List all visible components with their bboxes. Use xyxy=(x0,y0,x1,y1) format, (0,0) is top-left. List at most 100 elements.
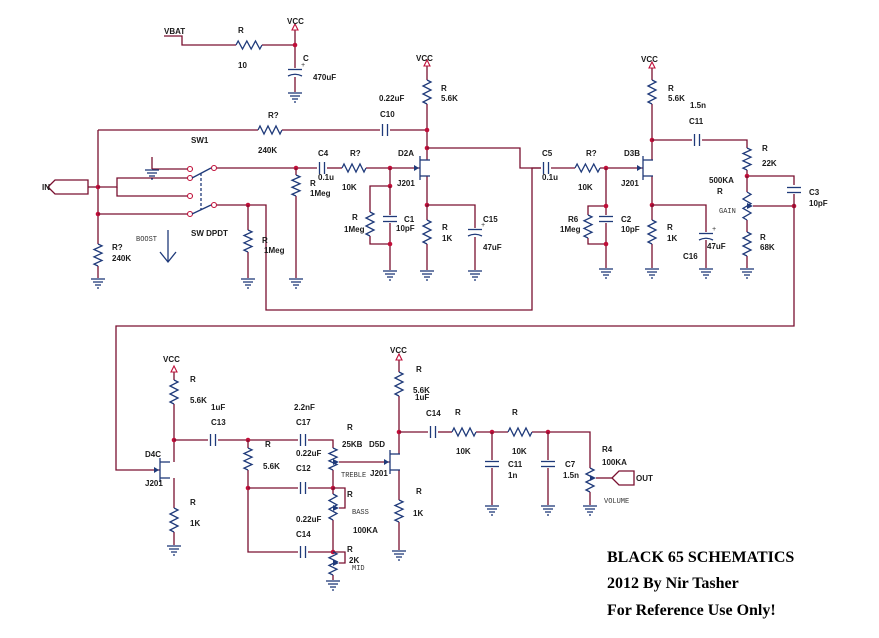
component-label: D4C xyxy=(145,450,161,459)
component-label: C15 xyxy=(483,215,498,224)
capacitor-c1 xyxy=(383,215,397,223)
component-label: 1.5n xyxy=(563,471,579,480)
component-label: 68K xyxy=(760,243,775,252)
resistor-10k-stage-b xyxy=(574,162,601,174)
component-label: VCC xyxy=(390,346,407,355)
component-label: 1Meg xyxy=(310,189,331,198)
wire xyxy=(247,470,298,553)
wire xyxy=(427,204,476,228)
pot-wiper xyxy=(747,203,753,209)
component-label: R xyxy=(265,440,271,449)
wire xyxy=(308,520,334,553)
vcc-symbol xyxy=(170,364,178,373)
component-label: 47uF xyxy=(483,243,502,252)
capacitor-c11 xyxy=(693,134,701,146)
component-label: C12 xyxy=(296,464,311,473)
wire xyxy=(369,168,391,212)
ground-symbol xyxy=(145,169,159,180)
capacitor-c5 xyxy=(542,162,550,174)
resistor-5.6k-stage-d xyxy=(393,371,405,397)
junction-dot xyxy=(603,241,609,247)
component-label: J201 xyxy=(370,469,388,478)
capacitor-c10 xyxy=(381,124,389,136)
wire xyxy=(587,238,606,245)
component-label: R xyxy=(667,223,673,232)
component-label: 240K xyxy=(112,254,131,263)
ground-symbol xyxy=(289,278,303,289)
ground-symbol xyxy=(383,270,397,281)
resistor-10k-out-a xyxy=(451,426,477,438)
switch-contact xyxy=(186,174,194,182)
wire xyxy=(427,147,541,169)
resistor-10k-out-b xyxy=(507,426,533,438)
component-label: VCC xyxy=(163,355,180,364)
component-label: 100KA xyxy=(353,526,378,535)
component-label: 500KA xyxy=(709,176,734,185)
component-label: 1.5n xyxy=(690,101,706,110)
component-label: 1K xyxy=(442,234,452,243)
junction-dot xyxy=(387,241,393,247)
component-label: J201 xyxy=(621,179,639,188)
component-label: 0.22uF xyxy=(296,449,321,458)
component-label: 0.1u xyxy=(318,173,334,182)
component-label: R? xyxy=(268,111,279,120)
capacitor-c16: + xyxy=(698,226,716,241)
component-label: 1K xyxy=(190,519,200,528)
ground-symbol xyxy=(392,550,406,561)
input-label: IN xyxy=(42,183,50,192)
component-label: C11 xyxy=(508,460,523,469)
treble-label: TREBLE xyxy=(341,472,366,480)
ground-symbol xyxy=(420,270,434,281)
component-label: D3B xyxy=(624,149,640,158)
resistor-r6-1meg xyxy=(582,214,594,239)
vcc-symbol xyxy=(291,22,299,31)
component-label: 5.6K xyxy=(263,462,280,471)
switch-contact xyxy=(186,210,194,218)
ground-symbol xyxy=(583,505,597,516)
component-label: R xyxy=(441,84,447,93)
component-label: 10K xyxy=(578,183,593,192)
component-label: R xyxy=(190,375,196,384)
component-label: R xyxy=(455,408,461,417)
component-label: C1 xyxy=(404,215,415,224)
wire xyxy=(308,439,334,448)
wire xyxy=(532,431,591,468)
component-label: C14 xyxy=(296,530,311,539)
component-label: 1Meg xyxy=(264,246,285,255)
bass-label: BASS xyxy=(352,509,369,517)
component-label: C xyxy=(303,54,309,63)
jfet-d4c xyxy=(154,458,170,482)
wire xyxy=(369,236,390,245)
component-label: R xyxy=(347,490,353,499)
component-label: C7 xyxy=(565,460,576,469)
component-label: C13 xyxy=(211,418,226,427)
resistor-1meg-switch xyxy=(242,229,254,253)
component-label: R xyxy=(190,498,196,507)
ground-symbol xyxy=(241,278,255,289)
ground-symbol xyxy=(541,505,555,516)
component-label: J201 xyxy=(397,179,415,188)
ground-symbol xyxy=(288,92,302,103)
component-label: 2K xyxy=(349,556,359,565)
component-label: D5D xyxy=(369,440,385,449)
component-label: 0.22uF xyxy=(296,515,321,524)
component-label: C11 xyxy=(689,117,704,126)
component-label: 0.1u xyxy=(542,173,558,182)
component-label: 10K xyxy=(342,183,357,192)
capacitor-c14-tone xyxy=(299,546,307,558)
ground-symbol xyxy=(599,268,613,279)
vcc-symbol xyxy=(423,58,431,67)
ground-symbol xyxy=(485,505,499,516)
component-label: R? xyxy=(350,149,361,158)
component-label: 100KA xyxy=(602,458,627,467)
component-label: R xyxy=(760,233,766,242)
component-label: J201 xyxy=(145,479,163,488)
wire xyxy=(333,487,346,509)
pot-wiper xyxy=(590,475,596,481)
component-label: R? xyxy=(586,149,597,158)
component-label: 25KB xyxy=(342,440,363,449)
component-label: C4 xyxy=(318,149,329,158)
ground-symbol xyxy=(91,278,105,289)
wire xyxy=(47,179,89,195)
wire xyxy=(652,204,707,232)
